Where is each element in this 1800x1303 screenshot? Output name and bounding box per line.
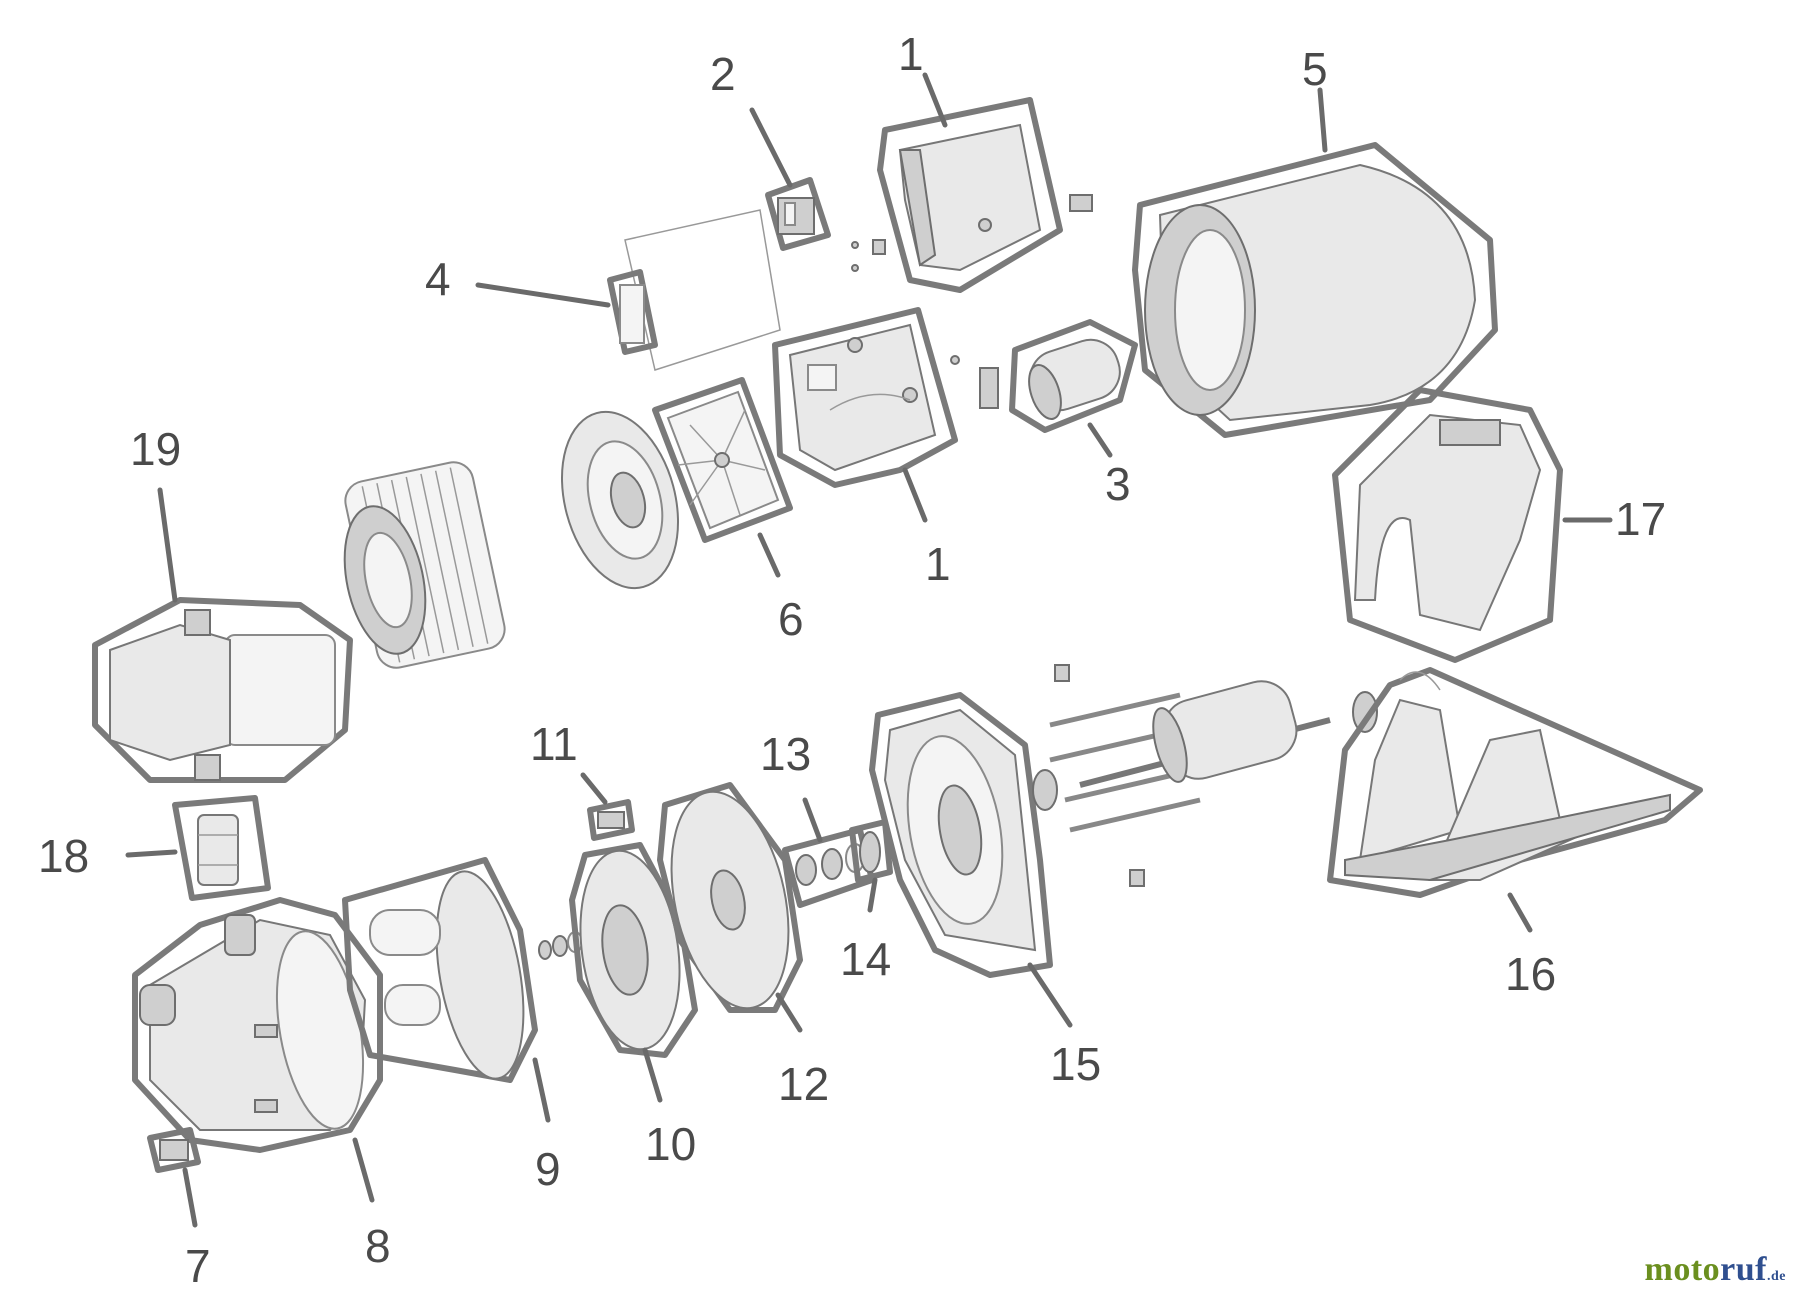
part-13-shaft-seal (782, 797, 875, 908)
part-15-motor-flange (869, 692, 1073, 1028)
label-3: 3 (1105, 458, 1131, 510)
part-1-upper-cover (877, 72, 1093, 293)
label-14: 14 (840, 933, 891, 985)
part-19-pressure-switch (92, 487, 353, 783)
label-13: 13 (760, 728, 811, 780)
label-5: 5 (1302, 43, 1328, 95)
label-15: 15 (1050, 1038, 1101, 1090)
stator (343, 461, 506, 669)
label-8: 8 (365, 1220, 391, 1272)
label-1-upper: 1 (898, 28, 924, 80)
label-12: 12 (778, 1058, 829, 1110)
part-5-motor-housing (1132, 87, 1498, 438)
rotor-shaft-assembly (1032, 664, 1378, 887)
part-4-plate (475, 209, 886, 371)
label-6: 6 (778, 593, 804, 645)
part-7-drain-plug (147, 1127, 201, 1228)
label-10: 10 (645, 1118, 696, 1170)
label-4: 4 (425, 253, 451, 305)
label-7: 7 (185, 1240, 211, 1292)
part-12-seal-plate (657, 782, 803, 1033)
label-9: 9 (535, 1143, 561, 1195)
part-6-fan (652, 377, 793, 578)
part-2-switch (749, 107, 831, 251)
label-17: 17 (1615, 493, 1666, 545)
label-18: 18 (38, 830, 89, 882)
label-16: 16 (1505, 948, 1556, 1000)
label-19: 19 (130, 423, 181, 475)
label-1-lower: 1 (925, 538, 951, 590)
label-11: 11 (530, 718, 578, 770)
part-labels: 1 2 4 5 3 1 6 17 19 18 11 13 14 15 16 12… (38, 28, 1666, 1292)
part-11-clip (580, 772, 635, 841)
part-17-handle (1332, 387, 1613, 663)
label-2: 2 (710, 48, 736, 100)
part-16-base (1327, 667, 1703, 933)
brand-logo: motoruf.de (1644, 1251, 1786, 1288)
part-9-diffuser (342, 857, 551, 1123)
part-18-nipple (125, 795, 271, 901)
part-1-lower-box (772, 307, 958, 523)
part-3-capacitor (950, 319, 1138, 458)
part-8-pump-body (132, 897, 383, 1203)
motor-end-shield (560, 410, 680, 590)
part-10-impeller (569, 842, 698, 1103)
part-14-ring (849, 819, 893, 913)
